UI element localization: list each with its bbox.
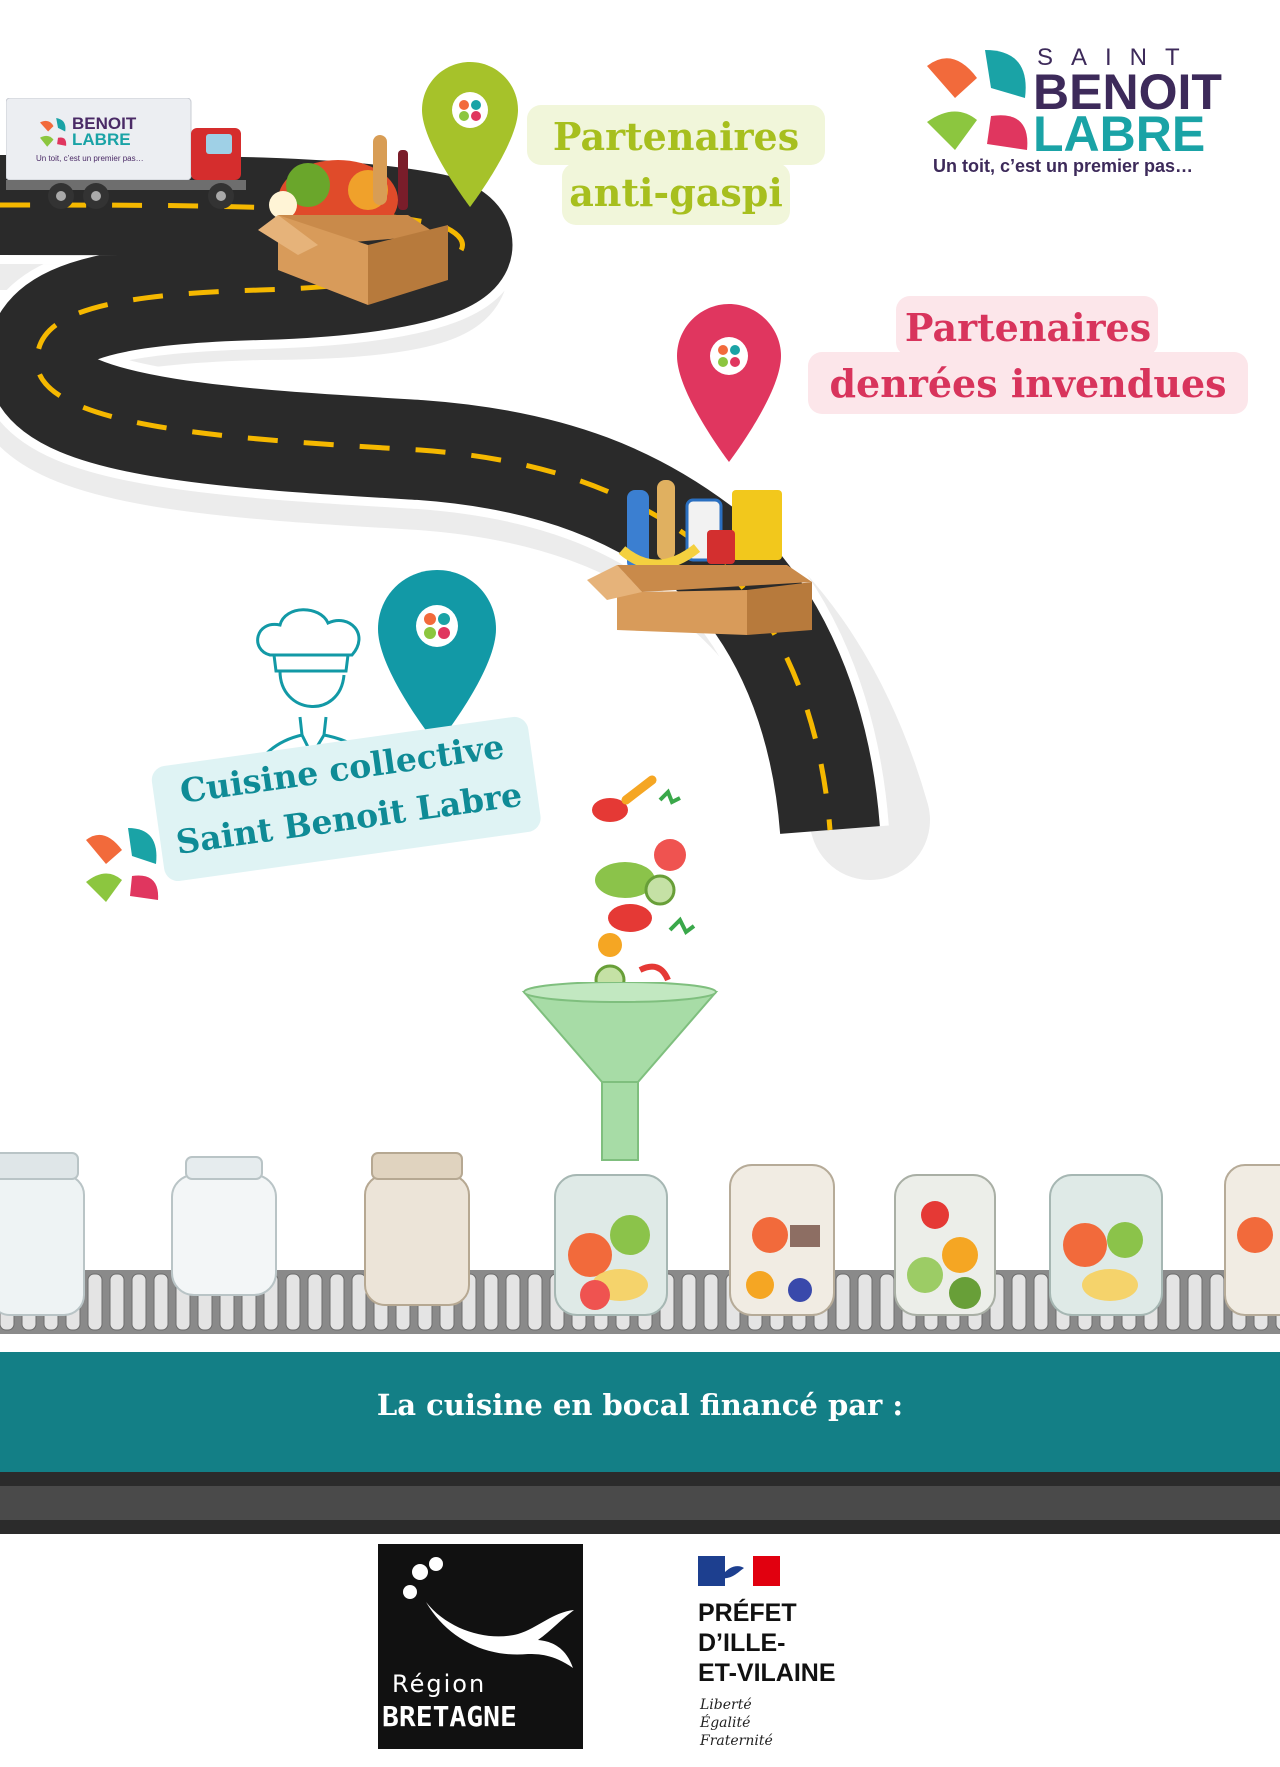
sbl-logo-icon bbox=[86, 828, 159, 902]
stop-1-line2: anti-gaspi bbox=[569, 170, 783, 215]
region-word: Région bbox=[392, 1670, 487, 1698]
jar-icon bbox=[554, 1174, 668, 1316]
roller bbox=[285, 1273, 301, 1331]
stop-2-line2: denrées invendues bbox=[829, 361, 1227, 406]
roller bbox=[109, 1273, 125, 1331]
roller bbox=[879, 1273, 895, 1331]
belt-band: La cuisine en bocal financé par : bbox=[0, 1352, 1280, 1472]
devise-fraternite: Fraternité bbox=[700, 1733, 773, 1749]
roller bbox=[1187, 1273, 1203, 1331]
brand-benoit: BENOIT bbox=[1033, 64, 1222, 120]
roller bbox=[1011, 1273, 1027, 1331]
truck: BENOIT LABRE Un toit, c’est un premier p… bbox=[5, 97, 256, 216]
jar-icon bbox=[729, 1164, 835, 1316]
ermine-icon bbox=[403, 1557, 574, 1668]
roller bbox=[153, 1273, 169, 1331]
brand-tagline: Un toit, c’est un premier pas… bbox=[933, 156, 1194, 176]
funnel-icon bbox=[521, 982, 719, 1161]
jar-icon bbox=[894, 1174, 996, 1316]
region-bretagne-logo: Région BRETAGNE bbox=[378, 1544, 583, 1749]
roller bbox=[351, 1273, 367, 1331]
jar-icon bbox=[1224, 1164, 1280, 1316]
map-pin-icon bbox=[677, 304, 781, 462]
roller bbox=[1033, 1273, 1049, 1331]
prefet-logo: PRÉFET D’ILLE- ET-VILAINE Liberté Égalit… bbox=[698, 1556, 888, 1756]
prefet-line-3: ET-VILAINE bbox=[698, 1659, 836, 1687]
roller bbox=[527, 1273, 543, 1331]
grocery-box-icon bbox=[587, 480, 812, 635]
conveyor-base bbox=[0, 1472, 1280, 1534]
roller bbox=[131, 1273, 147, 1331]
belt-caption: La cuisine en bocal financé par : bbox=[376, 1388, 904, 1422]
prefet-line-1: PRÉFET bbox=[698, 1599, 797, 1627]
saint-benoit-labre-logo: SAINT BENOIT LABRE Un toit, c’est un pre… bbox=[925, 44, 1245, 184]
roller bbox=[835, 1273, 851, 1331]
roller bbox=[857, 1273, 873, 1331]
jars-row bbox=[0, 1152, 1280, 1316]
jar-icon bbox=[1049, 1174, 1163, 1316]
stop-label-anti-gaspi: Partenaires anti-gaspi bbox=[527, 105, 825, 225]
devise-egalite: Égalité bbox=[700, 1715, 751, 1731]
jar-icon bbox=[364, 1152, 470, 1306]
brand-saint: SAINT bbox=[1037, 44, 1198, 71]
stop-2-line1: Partenaires bbox=[904, 305, 1152, 350]
jar-icon bbox=[0, 1152, 85, 1316]
roller bbox=[505, 1273, 521, 1331]
roller bbox=[307, 1273, 323, 1331]
map-pin-icon bbox=[378, 570, 496, 745]
roller bbox=[483, 1273, 499, 1331]
truck-benoit: BENOIT bbox=[72, 114, 137, 133]
map-pin-icon bbox=[422, 62, 518, 207]
prefet-line-2: D’ILLE- bbox=[698, 1629, 786, 1657]
roller bbox=[1209, 1273, 1225, 1331]
stop-label-invendues: Partenaires denrées invendues bbox=[808, 296, 1248, 420]
roller bbox=[703, 1273, 719, 1331]
roller bbox=[87, 1273, 103, 1331]
jar-icon bbox=[171, 1156, 277, 1296]
brand-labre: LABRE bbox=[1033, 106, 1206, 162]
truck-labre: LABRE bbox=[72, 130, 131, 149]
devise-liberte: Liberté bbox=[700, 1697, 752, 1713]
truck-tagline: Un toit, c’est un premier pas… bbox=[36, 154, 144, 163]
truck-brand: BENOIT LABRE bbox=[72, 114, 137, 149]
region-name: BRETAGNE bbox=[382, 1700, 517, 1733]
truck-icon bbox=[5, 97, 246, 209]
produce-box-icon bbox=[258, 135, 448, 305]
roller bbox=[329, 1273, 345, 1331]
marianne-icon bbox=[698, 1556, 780, 1586]
stop-1-line1: Partenaires bbox=[552, 114, 800, 159]
roller bbox=[681, 1273, 697, 1331]
roller bbox=[1165, 1273, 1181, 1331]
sbl-logo-icon bbox=[927, 50, 1028, 150]
